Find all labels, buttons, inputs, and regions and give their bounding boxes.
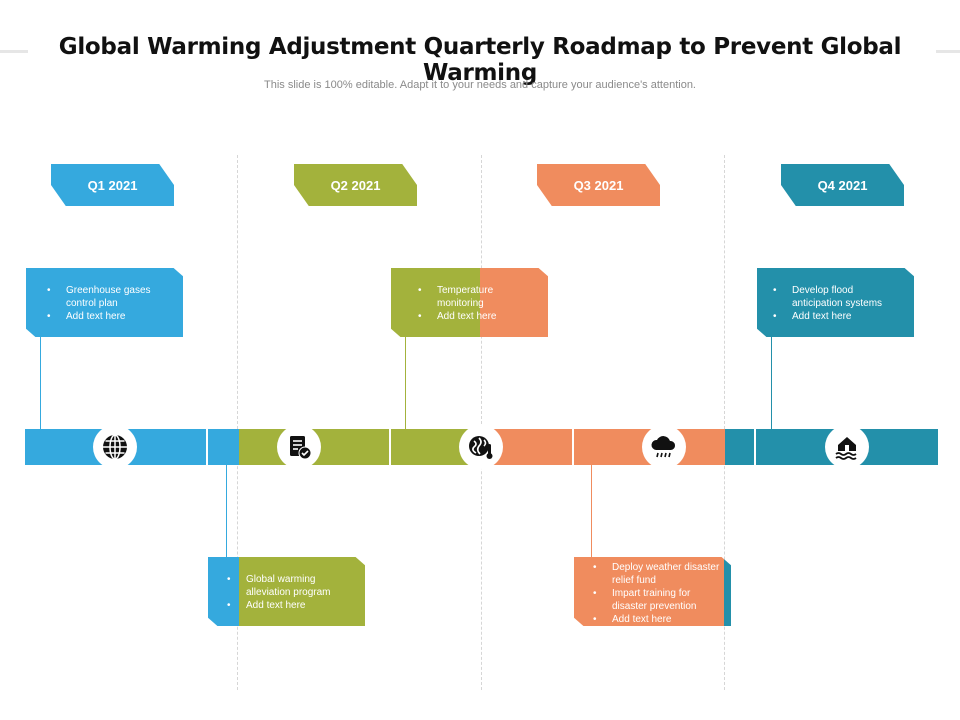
slide-subtitle: This slide is 100% editable. Adapt it to… [264,79,696,91]
quarter-tag-q2: Q2 2021 [294,164,417,206]
milestone-item: Global warming alleviation program [227,573,357,599]
heat-thermometer-icon [459,425,503,469]
flooded-house-icon [825,425,869,469]
timeline-segment-q2 [239,429,481,465]
connector-line [405,337,406,429]
quarter-tag-q3: Q3 2021 [537,164,660,206]
timeline-tick [206,429,208,465]
connector-line [771,337,772,429]
checklist-icon [277,425,321,469]
title-decoration-right [936,50,960,53]
globe-icon [93,425,137,469]
timeline-segment-q3 [481,429,725,465]
milestone-item: Add text here [227,599,357,612]
milestone-item: Add text here [593,613,723,626]
timeline-tick [389,429,391,465]
timeline-tick [572,429,574,465]
slide-title: Global Warming Adjustment Quarterly Road… [58,34,902,86]
milestone-item: Add text here [418,310,540,323]
connector-line [40,337,41,429]
timeline-tick [754,429,756,465]
milestone-box-q4: Develop flood anticipation systems Add t… [757,268,914,337]
connector-line [591,465,592,557]
title-decoration-left [0,50,28,53]
quarter-divider [237,155,238,690]
milestone-item: Impart training for disaster prevention [593,587,723,613]
milestone-item: Greenhouse gases control plan [47,284,175,310]
quarter-divider [724,155,725,690]
milestone-box-q2: Global warming alleviation program Add t… [208,557,365,626]
milestone-item: Develop flood anticipation systems [773,284,906,310]
quarter-tag-q4: Q4 2021 [781,164,904,206]
rain-cloud-icon [642,425,686,469]
milestone-box-q3a: Temperature monitoring Add text here [391,268,548,337]
milestone-box-q1: Greenhouse gases control plan Add text h… [26,268,183,337]
milestone-item: Deploy weather disaster relief fund [593,561,723,587]
milestone-item: Temperature monitoring [418,284,540,310]
milestone-box-q3b: Deploy weather disaster relief fund Impa… [574,557,731,626]
quarter-tag-q1: Q1 2021 [51,164,174,206]
milestone-item: Add text here [773,310,906,323]
connector-line [226,465,227,557]
quarter-divider [481,155,482,690]
milestone-item: Add text here [47,310,175,323]
